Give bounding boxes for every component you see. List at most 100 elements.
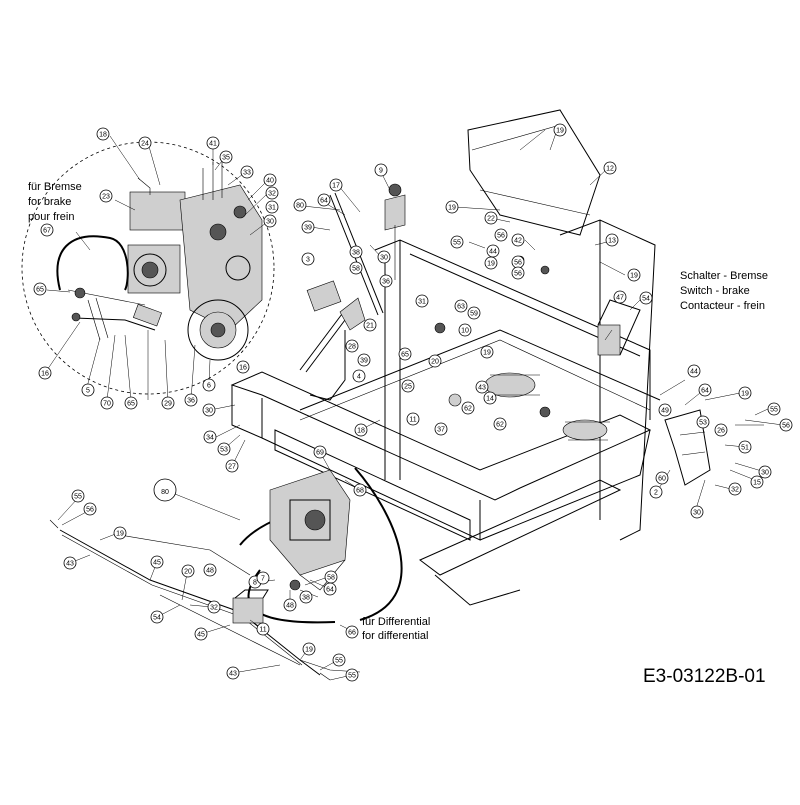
- callout-number: 25: [404, 384, 412, 391]
- callout-56: 56: [83, 502, 97, 516]
- callout-circle: [150, 610, 164, 624]
- callout-circle: [696, 415, 710, 429]
- callout-number: 65: [36, 287, 44, 294]
- callout-55: 55: [332, 653, 346, 667]
- callout-number: 47: [616, 295, 624, 302]
- callout-circle: [434, 422, 448, 436]
- callout-69: 69: [313, 445, 327, 459]
- callout-3: 3: [301, 252, 315, 266]
- callout-number: 24: [141, 141, 149, 148]
- callout-circle: [511, 233, 525, 247]
- leader-lines: [44, 129, 784, 681]
- callout-circle: [493, 417, 507, 431]
- callout-circle: [354, 423, 368, 437]
- callout-4: 4: [352, 369, 366, 383]
- callout-49: 49: [658, 403, 672, 417]
- callout-number: 66: [348, 630, 356, 637]
- callout-circle: [639, 291, 653, 305]
- callout-19: 19: [480, 345, 494, 359]
- callout-number: 54: [153, 615, 161, 622]
- callout-number: 40: [266, 178, 274, 185]
- callout-circle: [345, 625, 359, 639]
- callout-circle: [293, 198, 307, 212]
- callout-number: 32: [731, 487, 739, 494]
- callout-circle: [81, 383, 95, 397]
- callout-circle: [401, 379, 415, 393]
- callout-38: 38: [299, 590, 313, 604]
- callout-circle: [299, 590, 313, 604]
- callout-43: 43: [226, 666, 240, 680]
- callout-number: 59: [470, 311, 478, 318]
- callout-51: 51: [738, 440, 752, 454]
- callout-number: 26: [717, 428, 725, 435]
- callout-number: 43: [478, 385, 486, 392]
- callout-circle: [494, 228, 508, 242]
- callout-number: 36: [187, 398, 195, 405]
- callout-53: 53: [217, 442, 231, 456]
- callout-43: 43: [475, 380, 489, 394]
- callout-number: 64: [320, 198, 328, 205]
- callout-circle: [161, 396, 175, 410]
- callout-18: 18: [96, 127, 110, 141]
- callout-circle: [194, 627, 208, 641]
- callout-circle: [357, 353, 371, 367]
- callout-65: 65: [124, 396, 138, 410]
- callout-circle: [658, 403, 672, 417]
- callout-circle: [256, 622, 270, 636]
- callout-number: 43: [66, 561, 74, 568]
- callout-circle: [398, 347, 412, 361]
- callout-number: 51: [741, 445, 749, 452]
- callout-circle: [605, 233, 619, 247]
- callout-number: 11: [259, 627, 266, 634]
- callout-80: 80: [153, 478, 177, 502]
- callout-circle: [738, 386, 752, 400]
- callout-number: 65: [401, 352, 409, 359]
- callout-circle: [428, 354, 442, 368]
- callout-circle: [83, 502, 97, 516]
- callout-30: 30: [377, 250, 391, 264]
- callout-number: 3: [306, 257, 310, 264]
- callout-number: 55: [348, 673, 356, 680]
- callout-circle: [458, 323, 472, 337]
- callout-45: 45: [150, 555, 164, 569]
- callout-number: 19: [305, 647, 313, 654]
- callout-number: 56: [497, 233, 505, 240]
- callout-6: 6: [202, 378, 216, 392]
- callout-number: 32: [210, 605, 218, 612]
- callout-number: 15: [753, 480, 761, 487]
- callout-number: 34: [206, 435, 214, 442]
- callout-number: 11: [409, 417, 416, 424]
- callout-circle: [480, 345, 494, 359]
- callout-23: 23: [99, 189, 113, 203]
- callout-circle: [627, 268, 641, 282]
- callout-55: 55: [767, 402, 781, 416]
- callout-circle: [219, 150, 233, 164]
- callout-circle: [454, 299, 468, 313]
- vehicle-frame: [230, 109, 711, 606]
- callout-circle: [113, 526, 127, 540]
- callout-39: 39: [357, 353, 371, 367]
- callout-number: 19: [630, 273, 638, 280]
- callout-5: 5: [81, 383, 95, 397]
- callout-number: 56: [782, 423, 790, 430]
- callout-number: 41: [209, 141, 217, 148]
- callout-21: 21: [363, 318, 377, 332]
- callout-circle: [329, 178, 343, 192]
- callout-circle: [138, 136, 152, 150]
- callout-circle: [184, 393, 198, 407]
- callout-number: 58: [352, 266, 360, 273]
- callout-number: 65: [127, 401, 135, 408]
- callout-number: 53: [699, 420, 707, 427]
- callout-33: 33: [240, 165, 254, 179]
- callout-62: 62: [493, 417, 507, 431]
- callout-number: 18: [99, 132, 107, 139]
- callout-circle: [613, 290, 627, 304]
- callout-number: 38: [352, 250, 360, 257]
- callout-number: 39: [360, 358, 368, 365]
- callout-47: 47: [613, 290, 627, 304]
- callout-number: 53: [220, 447, 228, 454]
- callout-12: 12: [603, 161, 617, 175]
- callout-circle: [38, 366, 52, 380]
- callout-circle: [332, 653, 346, 667]
